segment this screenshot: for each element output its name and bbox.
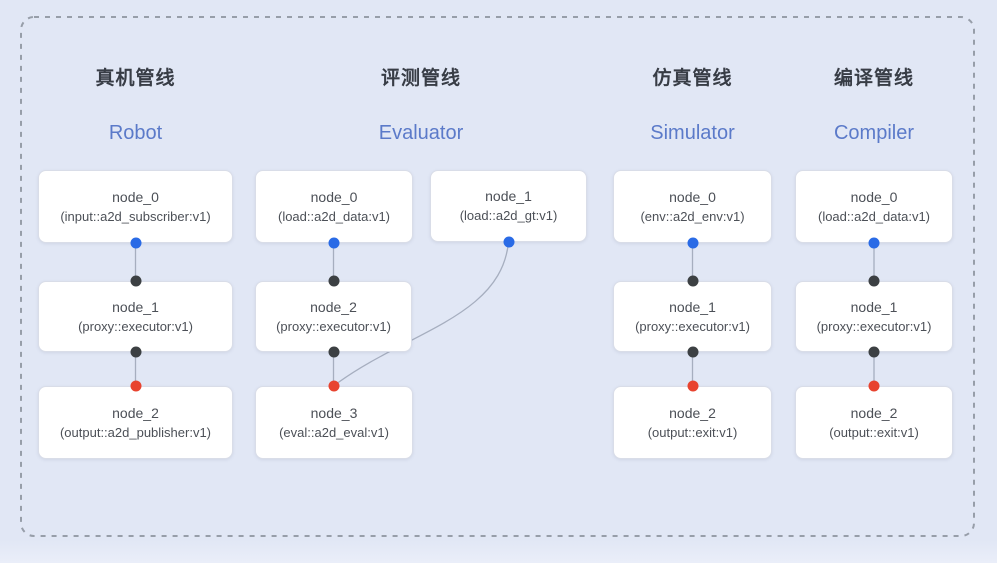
robot-node-2-input-port-dot [130,380,141,392]
robot-node-2-card: node_2 (output::a2d_publisher:v1) [38,386,233,459]
compiler-node-0-output-port-dot [868,237,880,249]
evaluator-node-2-output-port-dot [328,346,339,358]
robot-node-0-card: node_0 (input::a2d_subscriber:v1) [38,170,233,243]
simulator-node-0-name: node_0 [669,188,716,205]
evaluator-node-3-type: (eval::a2d_eval:v1) [279,424,389,440]
robot-node-1-name: node_1 [112,298,159,315]
robot-node-1-output-port-dot [130,346,141,358]
evaluator-node-1-name: node_1 [485,188,532,204]
compiler-node-1-input-port-dot [868,275,880,287]
compiler-node-0-card: node_0 (load::a2d_data:v1) [795,170,953,243]
dashed-frame [20,16,975,537]
evaluator-node-1-type: (load::a2d_gt:v1) [459,208,558,223]
robot-node-0-output-port-dot [130,237,141,249]
pipeline-title-en-compiler: Compiler [833,122,915,144]
compiler-node-2-type: (output::exit:v1) [829,424,919,440]
compiler-node-2-input-port-dot [868,380,880,392]
pipeline-title-en-robot: Robot [108,122,163,144]
evaluator-node-3-name: node_3 [310,404,358,421]
evaluator-node-2-input-port-dot [328,275,339,287]
robot-node-2-type: (output::a2d_publisher:v1) [59,424,212,440]
evaluator-node-1-card: node_1 (load::a2d_gt:v1) [430,170,587,242]
robot-node-1-card: node_1 (proxy::executor:v1) [38,281,233,352]
compiler-node-0-type: (load::a2d_data:v1) [817,208,931,224]
evaluator-node-2-name: node_2 [310,298,357,315]
simulator-node-0-card: node_0 (env::a2d_env:v1) [613,170,772,243]
evaluator-node-1-output-port-dot [503,236,514,248]
evaluator-node-0-card: node_0 (load::a2d_data:v1) [255,170,413,243]
simulator-node-2-type: (output::exit:v1) [647,424,738,440]
compiler-node-1-type: (proxy::executor:v1) [816,318,932,334]
compiler-node-1-output-port-dot [868,346,880,358]
evaluator-node-3-card: node_3 (eval::a2d_eval:v1) [255,386,413,459]
pipeline-title-zh-evaluator: 评测管线 [380,68,462,89]
simulator-node-1-output-port-dot [687,346,698,358]
evaluator-node-0-name: node_0 [310,188,358,205]
pipeline-title-en-evaluator: Evaluator [378,122,464,144]
robot-node-0-name: node_0 [112,188,159,205]
simulator-node-1-input-port-dot [687,275,698,287]
compiler-node-0-name: node_0 [850,188,898,205]
compiler-node-2-name: node_2 [850,404,898,421]
simulator-node-2-card: node_2 (output::exit:v1) [613,386,772,459]
evaluator-node-2-type: (proxy::executor:v1) [276,318,391,334]
evaluator-node-2-card: node_2 (proxy::executor:v1) [255,281,412,352]
compiler-node-2-card: node_2 (output::exit:v1) [795,386,953,459]
edge-evaluator-1-3-curve [333,241,510,387]
robot-node-1-input-port-dot [130,275,141,287]
pipeline-title-zh-robot: 真机管线 [95,68,176,89]
simulator-node-0-type: (env::a2d_env:v1) [640,208,745,224]
pipeline-title-en-simulator: Simulator [650,122,735,144]
simulator-node-2-input-port-dot [687,380,698,392]
compiler-node-1-name: node_1 [850,298,898,315]
robot-node-0-type: (input::a2d_subscriber:v1) [60,208,211,224]
simulator-node-1-type: (proxy::executor:v1) [635,318,750,334]
pipeline-title-zh-simulator: 仿真管线 [652,68,733,89]
evaluator-node-0-type: (load::a2d_data:v1) [277,208,391,224]
pipeline-title-zh-compiler: 编译管线 [833,68,915,89]
simulator-node-2-name: node_2 [669,404,716,421]
evaluator-node-3-input-port-dot [328,380,339,392]
simulator-node-0-output-port-dot [687,237,698,249]
robot-node-1-type: (proxy::executor:v1) [78,318,193,334]
compiler-node-1-card: node_1 (proxy::executor:v1) [795,281,953,352]
robot-node-2-name: node_2 [112,404,159,421]
simulator-node-1-card: node_1 (proxy::executor:v1) [613,281,772,352]
evaluator-node-0-output-port-dot [328,237,339,249]
simulator-node-1-name: node_1 [669,298,716,315]
